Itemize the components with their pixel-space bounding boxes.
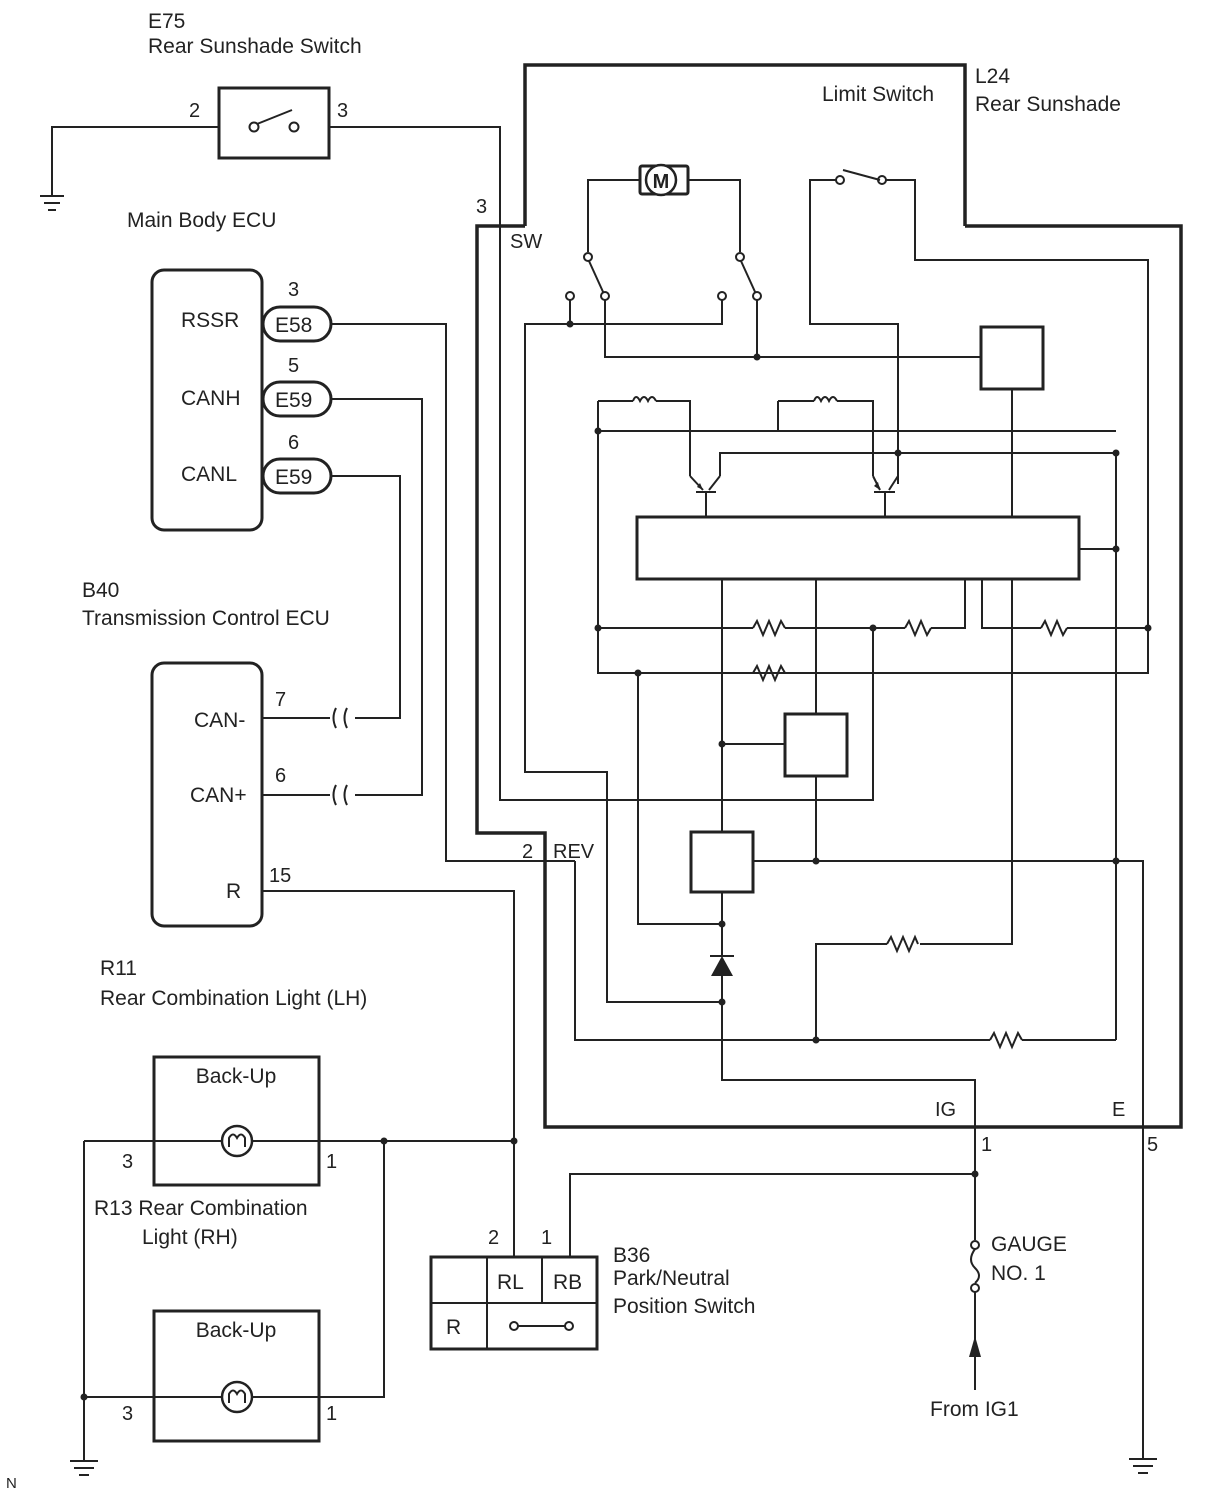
fuse-name-line2: NO. 1 — [991, 1262, 1046, 1285]
main-ecu-pin-label: CANH — [181, 387, 241, 410]
b36-cell-r: R — [446, 1316, 461, 1339]
b40-pin-num: 6 — [275, 765, 286, 787]
backup-lamp-box — [152, 1309, 321, 1443]
b36-name-line1: Park/Neutral — [613, 1267, 730, 1290]
main-ecu-pin-num: 6 — [288, 432, 299, 454]
b36-pin-1: 1 — [541, 1227, 552, 1249]
b40-code: B40 — [82, 579, 119, 602]
connector-label: E59 — [275, 389, 312, 412]
main-ecu-pin-num: 5 — [288, 355, 299, 377]
connector-label: E58 — [275, 314, 312, 337]
b40-pin-num: 15 — [269, 865, 291, 887]
main-ecu-pin-num: 3 — [288, 279, 299, 301]
main-body-ecu: Main Body ECU RSSR 3 E58 CANH 5 E59 CANL… — [127, 209, 333, 532]
resistor-icon — [752, 618, 786, 638]
shielded-wire-icon — [332, 784, 348, 806]
b40-pin-label: CAN+ — [190, 784, 247, 807]
b36-cell-rb: RB — [553, 1271, 582, 1294]
e75-switch-box — [217, 86, 331, 160]
b40-pin-label: CAN- — [194, 709, 245, 732]
relay-coil-left-icon — [632, 396, 657, 404]
relay-switch-left-icon — [565, 252, 610, 301]
r11-name: Rear Combination Light (LH) — [100, 987, 367, 1010]
l24-rear-sunshade: L24 Rear Sunshade Limit Switch 3 SW 2 RE… — [475, 63, 1183, 1156]
resistor-icon — [886, 934, 919, 954]
motor-icon: M — [638, 163, 690, 197]
shielded-wire-icon — [332, 707, 348, 729]
backup-lamp-label: Back-Up — [196, 1065, 277, 1088]
connector-label: E59 — [275, 466, 312, 489]
r13-name-line1: R13 Rear Combination — [94, 1197, 308, 1220]
backup-lamp-lh: Back-Up 3 1 — [122, 1055, 337, 1187]
bulb-icon — [220, 1380, 254, 1414]
transistor-left-icon — [689, 475, 721, 517]
arrow-up-icon — [969, 1336, 981, 1357]
backup-lamp-pin-left: 3 — [122, 1151, 133, 1173]
fuse-icon — [970, 1240, 980, 1293]
switch-contact-icon — [256, 109, 293, 125]
b36-name-line2: Position Switch — [613, 1295, 755, 1318]
e75-code: E75 — [148, 10, 185, 33]
b36-code: B36 — [613, 1244, 650, 1267]
control-module-upper — [979, 325, 1045, 391]
l24-pin-5: 5 — [1147, 1134, 1158, 1156]
b40-pin-num: 7 — [275, 689, 286, 711]
backup-lamp-pin-left: 3 — [122, 1403, 133, 1425]
backup-lamp-label: Back-Up — [196, 1319, 277, 1342]
ground-icon — [70, 1460, 98, 1476]
relay-coil-right-icon — [813, 396, 838, 404]
main-ecu-name: Main Body ECU — [127, 209, 276, 232]
r13-name-line2: Light (RH) — [142, 1226, 238, 1249]
resistor-icon — [752, 663, 786, 683]
control-ic — [635, 515, 1081, 581]
limit-switch-label: Limit Switch — [822, 83, 934, 106]
l24-pin-1: 1 — [981, 1134, 992, 1156]
main-ecu-pin-label: CANL — [181, 463, 237, 486]
b36-pin-2: 2 — [488, 1227, 499, 1249]
r11-code: R11 — [100, 957, 137, 980]
backup-lamp-pin-right: 1 — [326, 1403, 337, 1425]
fuse-name-line1: GAUGE — [991, 1233, 1067, 1256]
l24-pin-e: E — [1112, 1099, 1125, 1121]
transistor-right-icon — [872, 475, 899, 517]
l24-pin-2: 2 — [522, 841, 533, 863]
backup-lamp-rh: Back-Up 3 1 — [122, 1309, 337, 1443]
l24-pin-3: 3 — [476, 196, 487, 218]
bulb-icon — [220, 1124, 254, 1158]
l24-pin-ig: IG — [935, 1099, 956, 1121]
diode-icon — [710, 955, 734, 976]
resistor-icon — [989, 1030, 1023, 1050]
backup-lamp-box — [152, 1055, 321, 1187]
l24-housing — [475, 224, 1183, 1129]
ground-icon — [1129, 1458, 1157, 1474]
e75-pin-3: 3 — [337, 100, 348, 122]
b36-park-neutral-position-switch: RL RB R 2 1 B36 Park/Neutral Position Sw… — [429, 1227, 755, 1351]
e75-rear-sunshade-switch: E75 Rear Sunshade Switch 2 3 — [148, 10, 362, 160]
relay-switch-right-icon — [717, 252, 762, 301]
l24-name: Rear Sunshade — [975, 93, 1121, 116]
l24-pin-rev: REV — [553, 841, 595, 863]
source-label: From IG1 — [930, 1398, 1019, 1421]
b40-name: Transmission Control ECU — [82, 607, 330, 630]
limit-switch-icon — [835, 169, 887, 185]
control-module-lower — [689, 830, 755, 894]
backup-lamp-pin-right: 1 — [326, 1151, 337, 1173]
control-module-middle — [783, 712, 849, 778]
switch-contact-icon — [509, 1321, 574, 1331]
motor-symbol: M — [653, 171, 670, 193]
l24-code: L24 — [975, 65, 1010, 88]
e75-pin-2: 2 — [189, 100, 200, 122]
main-ecu-pin-label: RSSR — [181, 309, 239, 332]
l24-pin-sw: SW — [510, 231, 542, 253]
b36-cell-rl: RL — [497, 1271, 524, 1294]
b40-pin-label: R — [226, 880, 241, 903]
corner-mark: N — [6, 1475, 17, 1492]
ground-icon — [40, 195, 64, 211]
resistor-icon — [904, 618, 932, 638]
e75-name: Rear Sunshade Switch — [148, 35, 362, 58]
b40-transmission-control-ecu: B40 Transmission Control ECU CAN- 7 CAN+… — [82, 579, 330, 928]
resistor-icon — [1040, 618, 1068, 638]
